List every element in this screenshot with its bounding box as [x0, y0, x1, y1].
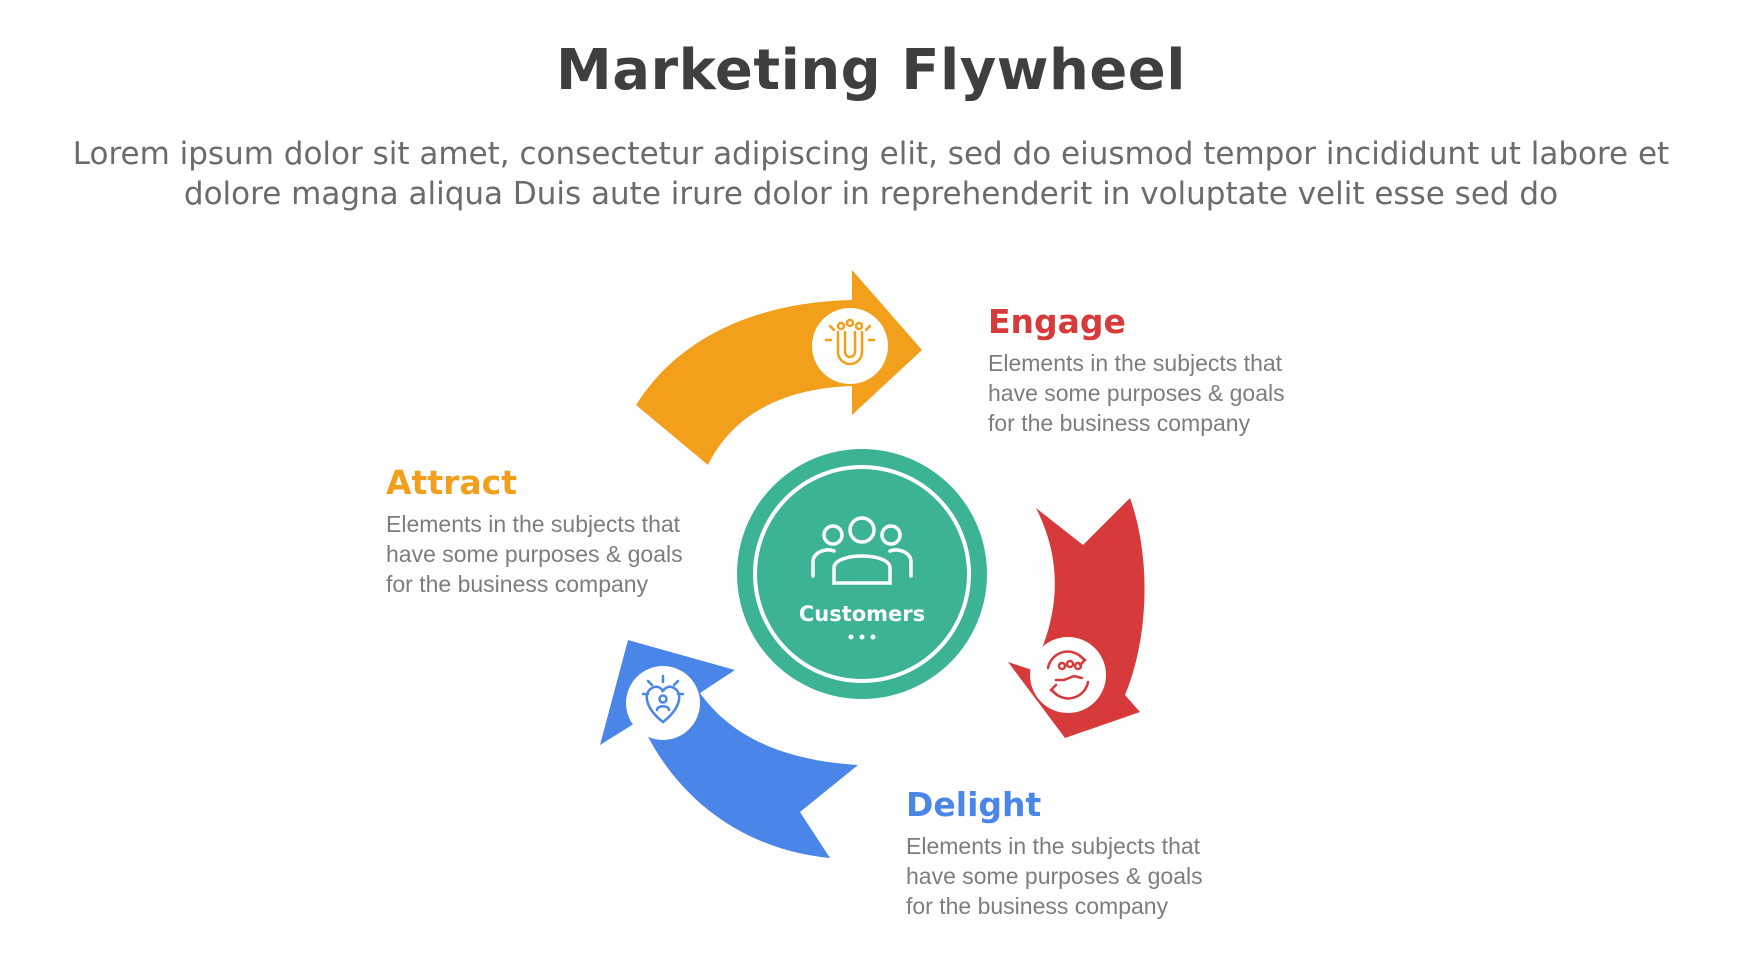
magnet-people-icon: [824, 318, 876, 366]
stage-attract-title: Attract: [386, 463, 517, 502]
hub-dots: [848, 634, 876, 640]
stage-attract-description: Elements in the subjects that have some …: [386, 511, 683, 597]
stage-delight-title: Delight: [906, 785, 1042, 824]
stage-engage-title: Engage: [988, 302, 1126, 341]
blue-arrow: [600, 640, 858, 858]
hub-outer-circle: [737, 449, 987, 699]
stage-delight-description: Elements in the subjects that have some …: [906, 833, 1203, 919]
red-arrow-icon-bg: [1030, 637, 1106, 713]
stage-attract: Attract Elements in the subjects that ha…: [386, 463, 766, 599]
hub-inner-ring: [753, 465, 971, 683]
red-arrow: [1008, 498, 1145, 738]
page-title: Marketing Flywheel: [556, 38, 1186, 103]
page-subtitle: Lorem ipsum dolor sit amet, consectetur …: [72, 136, 1670, 212]
customers-hub: Customers: [737, 449, 987, 699]
people-group-icon: [811, 516, 913, 585]
stage-engage: Engage Elements in the subjects that hav…: [988, 302, 1368, 438]
hand-cycle-icon: [1046, 650, 1090, 700]
hub-label: Customers: [799, 602, 925, 626]
stage-engage-description: Elements in the subjects that have some …: [988, 350, 1285, 436]
orange-arrow: [636, 270, 922, 465]
stage-delight: Delight Elements in the subjects that ha…: [906, 785, 1286, 921]
heart-user-icon: [641, 674, 685, 724]
